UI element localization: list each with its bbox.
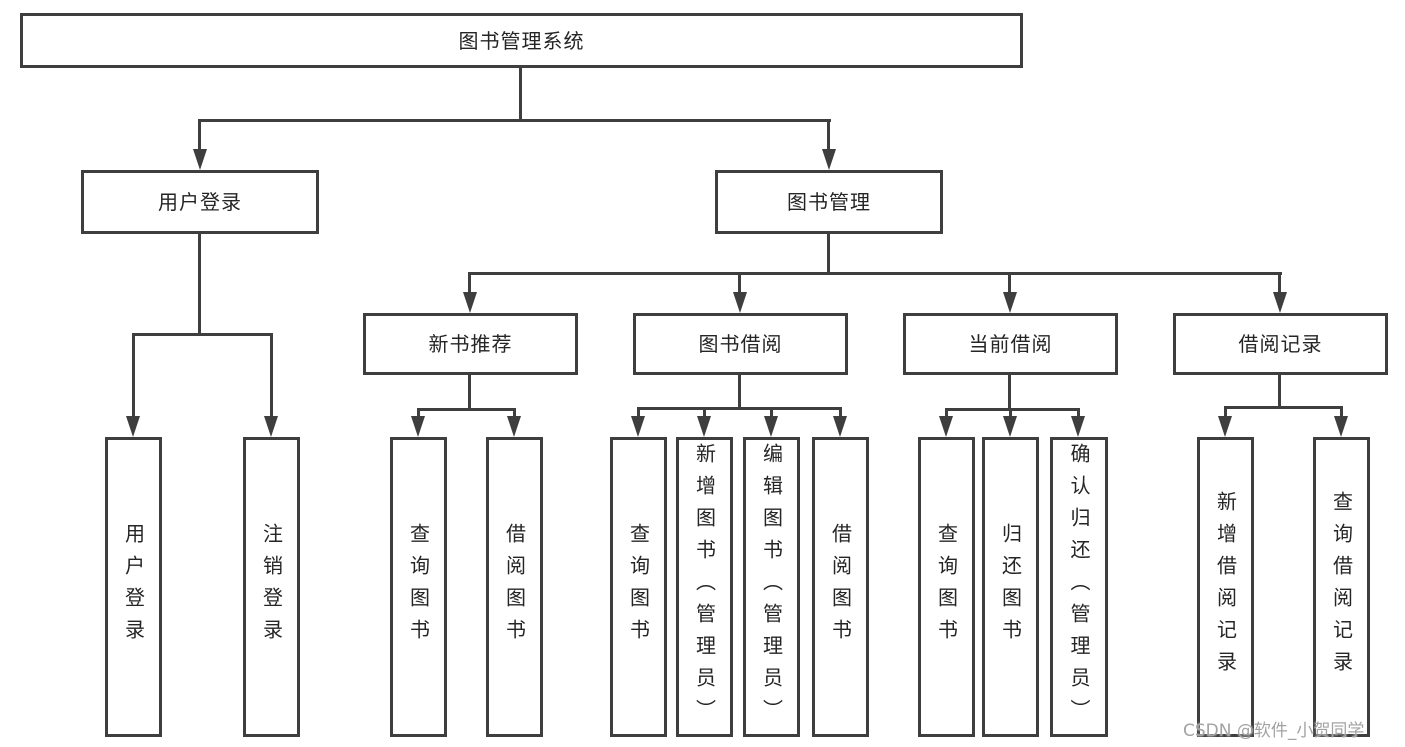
connector-line (417, 408, 515, 411)
connector-line (1009, 408, 1012, 418)
arrow-down-icon (126, 416, 140, 437)
arrow-down-icon (264, 416, 278, 437)
leaf-add-books-admin: 新增图书（管理员） (676, 437, 733, 737)
arrow-down-icon (507, 416, 521, 437)
connector-line (1224, 406, 1227, 418)
connector-line (132, 333, 135, 417)
connector-line (945, 408, 1080, 411)
arrow-down-icon (833, 416, 847, 437)
connector-line (1077, 408, 1080, 418)
connector-line (519, 68, 522, 121)
arrow-down-icon (631, 416, 645, 437)
node-user-login: 用户登录 (81, 170, 319, 234)
leaf-borrow-books-borrowing: 借阅图书 (812, 437, 869, 737)
leaf-add-borrow-record: 新增借阅记录 (1197, 437, 1254, 737)
arrow-down-icon (1003, 416, 1017, 437)
connector-line (827, 119, 830, 151)
leaf-user-login: 用户登录 (105, 437, 162, 737)
connector-line (513, 408, 516, 418)
connector-line (1278, 375, 1281, 409)
node-book-borrowing: 图书借阅 (633, 313, 848, 375)
connector-line (1008, 272, 1011, 294)
node-current-borrowing: 当前借阅 (903, 313, 1118, 375)
leaf-confirm-return-admin: 确认归还（管理员） (1050, 437, 1108, 737)
csdn-watermark: CSDN @软件_小贺同学 (1183, 721, 1365, 741)
arrow-down-icon (411, 416, 425, 437)
leaf-borrow-books-recommend: 借阅图书 (486, 437, 543, 737)
node-book-management: 图书管理 (715, 170, 943, 234)
node-new-book-recommendation: 新书推荐 (363, 313, 578, 375)
arrow-down-icon (193, 149, 207, 170)
connector-line (417, 408, 420, 418)
connector-line (468, 272, 471, 294)
arrow-down-icon (697, 416, 711, 437)
connector-line (637, 407, 841, 410)
leaf-query-borrow-record: 查询借阅记录 (1313, 437, 1370, 737)
connector-line (1278, 272, 1281, 294)
connector-line (270, 333, 273, 417)
arrow-down-icon (939, 416, 953, 437)
connector-line (198, 234, 201, 336)
connector-line (945, 408, 948, 418)
connector-line (198, 119, 831, 122)
connector-line (738, 272, 741, 294)
leaf-query-books-current: 查询图书 (918, 437, 975, 737)
leaf-query-books-recommend: 查询图书 (390, 437, 447, 737)
leaf-logout: 注销登录 (243, 437, 300, 737)
arrow-down-icon (1218, 416, 1232, 437)
connector-line (738, 375, 741, 410)
connector-line (770, 407, 773, 418)
node-library-management-system: 图书管理系统 (20, 13, 1023, 68)
connector-line (839, 407, 842, 418)
leaf-query-books-borrowing: 查询图书 (610, 437, 667, 737)
arrow-down-icon (733, 292, 747, 313)
connector-line (198, 119, 201, 151)
connector-line (468, 375, 471, 411)
connector-line (1340, 406, 1343, 418)
arrow-down-icon (1334, 416, 1348, 437)
connector-line (637, 407, 640, 418)
arrow-down-icon (463, 292, 477, 313)
connector-line (132, 333, 273, 336)
arrow-down-icon (1071, 416, 1085, 437)
arrow-down-icon (1273, 292, 1287, 313)
connector-line (827, 234, 830, 275)
node-borrowing-records: 借阅记录 (1173, 313, 1388, 375)
connector-line (1008, 375, 1011, 411)
leaf-edit-books-admin: 编辑图书（管理员） (743, 437, 800, 737)
connector-line (1224, 406, 1343, 409)
arrow-down-icon (822, 149, 836, 170)
connector-line (468, 272, 1282, 275)
leaf-return-books: 归还图书 (982, 437, 1039, 737)
arrow-down-icon (764, 416, 778, 437)
arrow-down-icon (1003, 292, 1017, 313)
connector-line (703, 407, 706, 418)
